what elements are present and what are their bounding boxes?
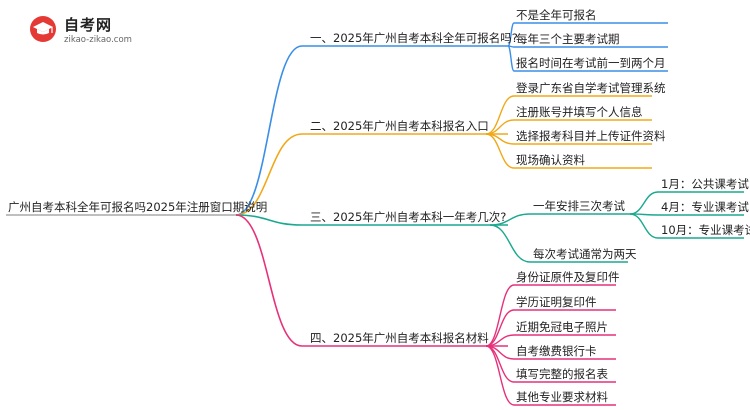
branch-3-topic: 三、2025年广州自考本科一年考几次? — [310, 210, 507, 224]
branch-3-subitem-2: 4月：专业课考试 — [661, 200, 749, 214]
branch-3-child-2-connector — [489, 224, 531, 263]
branch-2-item-3: 选择报考科目并上传证件资料 — [516, 129, 666, 143]
branch-1-item-3: 报名时间在考试前一到两个月 — [516, 56, 666, 70]
branch-1-item-1: 不是全年可报名 — [516, 8, 597, 22]
branch-4-child-1-connector — [485, 284, 515, 347]
branch-4-item-5: 填写完整的报名表 — [516, 367, 608, 381]
branch-2-connector — [235, 133, 303, 216]
branch-2-child-4-connector — [485, 133, 515, 169]
branch-4-item-2: 学历证明复印件 — [516, 295, 597, 309]
branch-1-item-2: 每年三个主要考试期 — [516, 32, 620, 46]
branch-4-connector — [235, 214, 303, 347]
branch-4-item-6: 其他专业要求材料 — [516, 390, 608, 404]
branch-3-subchild-1-connector — [629, 191, 659, 215]
branch-2-child-1-connector — [485, 95, 515, 135]
branch-1-child-3-connector — [507, 45, 515, 72]
branch-4-item-3: 近期免冠电子照片 — [516, 320, 608, 334]
branch-4-topic: 四、2025年广州自考本科报名材料 — [310, 331, 489, 345]
logo-name: 自考网 — [64, 16, 113, 34]
branch-4-item-4: 自考缴费银行卡 — [516, 344, 597, 358]
branch-4-child-2-connector — [485, 309, 515, 347]
site-logo[interactable]: 自考网 zikao-zikao.com — [30, 14, 170, 50]
branch-4-child-6-connector — [485, 345, 515, 406]
branch-3-subitem-3: 10月：专业课考试 — [661, 223, 750, 237]
branch-2-item-1: 登录广东省自学考试管理系统 — [516, 81, 666, 95]
logo-url: zikao-zikao.com — [64, 35, 132, 45]
branch-3-subitem-1: 1月：公共课考试 — [661, 177, 749, 191]
graduation-cap-icon — [30, 16, 56, 42]
branch-3-subchild-3-connector — [629, 213, 659, 239]
branch-3-connector — [235, 214, 303, 226]
branch-2-topic: 二、2025年广州自考本科报名入口 — [310, 119, 489, 133]
branch-3-child-1-connector — [489, 213, 531, 226]
branch-3-item-2: 每次考试通常为两天 — [533, 247, 637, 261]
branch-3-item-1: 一年安排三次考试 — [533, 199, 625, 213]
branch-2-item-4: 现场确认资料 — [516, 153, 585, 167]
branch-1-topic: 一、2025年广州自考本科全年可报名吗? — [310, 31, 518, 45]
branch-4-item-1: 身份证原件及复印件 — [516, 270, 620, 284]
branch-1-connector — [235, 45, 303, 216]
branch-2-item-2: 注册账号并填写个人信息 — [516, 105, 643, 119]
root-topic: 广州自考本科全年可报名吗2025年注册窗口期说明 — [8, 200, 268, 214]
